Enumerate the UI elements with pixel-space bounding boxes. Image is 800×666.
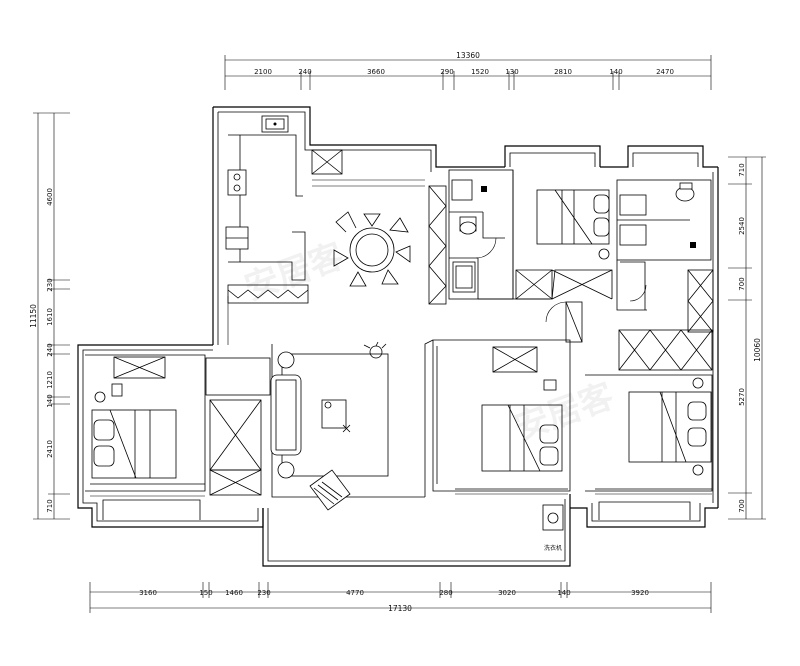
coffee-table <box>321 399 351 433</box>
bed-master <box>536 189 610 260</box>
left-total-dim: 11150 <box>29 304 38 328</box>
left-dim-7: 2410 <box>46 440 54 458</box>
bottom-dim-4: 230 <box>257 589 270 597</box>
dining-table <box>333 211 411 287</box>
top-dim-1: 2100 <box>254 68 272 76</box>
top-dim-7: 2810 <box>554 68 572 76</box>
interior-walls <box>85 134 714 498</box>
washing-machine: 洗衣机 <box>542 504 564 552</box>
bed-right <box>628 377 712 476</box>
right-dim-2: 2540 <box>738 217 746 235</box>
kitchen-sink <box>261 115 289 133</box>
left-dimension-line: 11150 4600 230 1610 240 1210 140 2410 71… <box>29 112 70 520</box>
bottom-dim-3: 1460 <box>225 589 243 597</box>
right-dimension-line: 710 2540 700 5270 700 10060 <box>728 156 766 520</box>
right-dim-4: 5270 <box>738 388 746 406</box>
right-dim-3: 700 <box>738 277 746 290</box>
lounge-chair <box>309 469 351 511</box>
top-dim-8: 140 <box>609 68 622 76</box>
fridge <box>225 226 249 250</box>
bottom-dim-9: 3920 <box>631 589 649 597</box>
bottom-dimension-line: 3160 150 1460 230 4770 280 3020 140 3920… <box>89 582 712 613</box>
top-dimension-line: 13360 2100 240 3660 290 1520 130 2810 14… <box>224 51 712 90</box>
top-dim-6: 130 <box>505 68 518 76</box>
top-dim-9: 2470 <box>656 68 674 76</box>
cooktop <box>227 169 247 196</box>
bottom-dim-6: 280 <box>439 589 452 597</box>
bottom-dim-2: 150 <box>199 589 212 597</box>
sofa <box>270 351 302 479</box>
right-total-dim: 10060 <box>753 338 762 362</box>
door-swings <box>475 237 647 323</box>
top-dim-5: 1520 <box>471 68 489 76</box>
left-dim-2: 230 <box>46 278 54 291</box>
windows <box>90 179 712 497</box>
top-dim-4: 290 <box>440 68 453 76</box>
bottom-dim-1: 3160 <box>139 589 157 597</box>
top-dim-2: 240 <box>298 68 311 76</box>
bottom-total-dim: 17130 <box>388 604 412 613</box>
bottom-dim-7: 3020 <box>498 589 516 597</box>
left-dim-5: 1210 <box>46 371 54 389</box>
top-dim-3: 3660 <box>367 68 385 76</box>
bottom-dim-5: 4770 <box>346 589 364 597</box>
watermark-text-1: 安居客 <box>239 236 349 308</box>
bottom-dim-8: 140 <box>557 589 570 597</box>
left-dim-1: 4600 <box>46 188 54 206</box>
bed-middle <box>481 379 563 472</box>
plant <box>363 341 387 359</box>
left-dim-6: 140 <box>46 394 54 407</box>
bath1-fixtures <box>451 179 487 293</box>
right-dim-5: 700 <box>738 499 746 512</box>
left-dim-3: 1610 <box>46 308 54 326</box>
bath2-fixtures <box>619 182 696 248</box>
right-dim-1: 710 <box>738 163 746 176</box>
left-dim-8: 710 <box>46 499 54 512</box>
watermark-text-2: 安居客 <box>509 376 619 448</box>
washing-machine-label: 洗衣机 <box>544 544 562 552</box>
bed-left <box>91 383 177 479</box>
top-total-dim: 13360 <box>456 51 480 60</box>
left-dim-4: 240 <box>46 343 54 356</box>
